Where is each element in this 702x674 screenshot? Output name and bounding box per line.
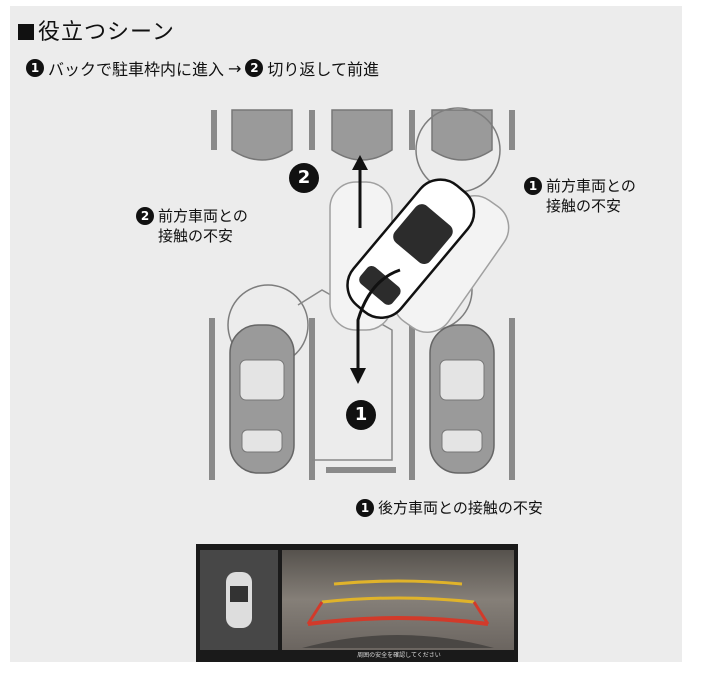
right-label-line2: 接触の不安 xyxy=(546,197,622,215)
step2-badge: 2 xyxy=(245,59,264,77)
step2-text: 切り返して前進 xyxy=(267,60,379,79)
left-label-badge: 2 xyxy=(136,207,154,225)
bottom-car-windows xyxy=(239,359,485,453)
movement-arrows xyxy=(356,168,401,370)
top-parked-cars xyxy=(231,109,493,161)
bottom-label-badge: 1 xyxy=(356,499,374,517)
bottom-parking-lines xyxy=(209,318,515,480)
title-text: 役立つシーン xyxy=(38,20,175,45)
rearview-graphic xyxy=(302,579,494,648)
arrow-heads xyxy=(350,155,368,384)
right-label-badge: 1 xyxy=(524,177,542,195)
marker-1: 1 xyxy=(346,400,376,430)
left-label-line1: 前方車両との xyxy=(158,207,248,225)
step1-badge: 1 xyxy=(26,59,44,77)
square-bullet-icon xyxy=(18,24,34,40)
left-label-line2: 接触の不安 xyxy=(158,227,234,245)
camera-status-text: 周囲の安全を確認してください xyxy=(357,652,441,659)
section-title: 役立つシーン xyxy=(18,14,175,46)
right-label-line1: 前方車両との xyxy=(546,177,636,195)
path-outline xyxy=(297,289,393,461)
subtitle: 1 バックで駐車枠内に進入 → 2 切り返して前進 xyxy=(26,56,379,80)
camera-topview xyxy=(200,550,278,650)
topview-graphic xyxy=(200,550,278,650)
camera-rearview xyxy=(282,550,514,650)
marker-2: 2 xyxy=(289,163,319,193)
step1-text: バックで駐車枠内に進入 xyxy=(48,60,225,79)
top-parking-lines xyxy=(211,110,515,150)
bottom-label-text: 後方車両との接触の不安 xyxy=(378,499,543,517)
camera-display: 周囲の安全を確認してください xyxy=(196,544,518,662)
arrow-text: → xyxy=(228,58,242,78)
